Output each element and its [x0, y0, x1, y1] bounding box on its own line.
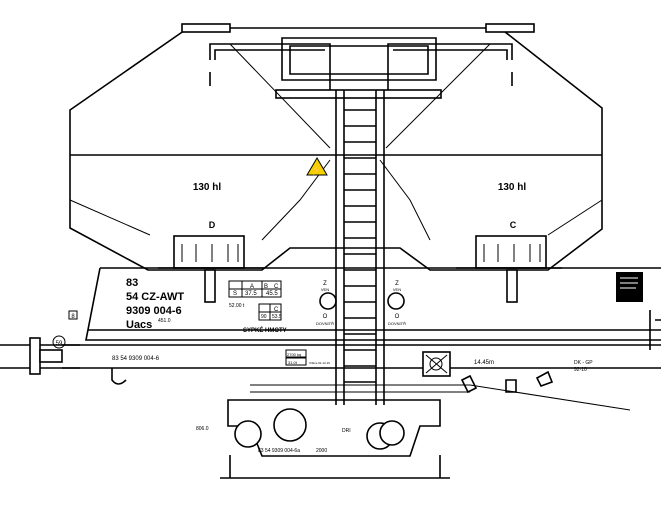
svg-text:37.5: 37.5: [245, 291, 257, 297]
bottom-number: 83 54 9309 004-6a: [258, 448, 300, 454]
load-limit-table: A B C S 37.5 45.5 52.00 t C 90 53.5: [228, 280, 282, 321]
platform-deck: [275, 89, 442, 99]
svg-text:O: O: [323, 314, 328, 320]
svg-text:45.5: 45.5: [266, 291, 278, 297]
right-vent-pipe: [387, 43, 513, 92]
warning-sign: ⚡: [306, 157, 328, 176]
svg-text:DOVNITŘ: DOVNITŘ: [388, 321, 406, 326]
svg-text:⚡: ⚡: [311, 163, 323, 176]
svg-text:53.5: 53.5: [272, 314, 282, 320]
small-mark: 8: [71, 314, 75, 320]
svg-text:VEN: VEN: [321, 287, 329, 292]
svg-text:C: C: [274, 307, 279, 313]
brake-rigging: [250, 384, 631, 411]
right-hopper-cone: [379, 159, 603, 241]
svg-text:B: B: [264, 284, 268, 290]
svg-text:451.0: 451.0: [158, 318, 171, 324]
frame-number: 83 54 9309 004-6: [112, 356, 160, 362]
small-mark-box: [68, 310, 78, 320]
left-valve-marking: Z VEN O DOVNITŘ: [316, 281, 337, 326]
svg-text:DOVNITŘ: DOVNITŘ: [316, 321, 334, 326]
top-platform: [281, 37, 437, 81]
cargo-label: SYPKÉ HMOTY: [243, 326, 287, 334]
handbrake-symbol: [422, 351, 451, 377]
svg-text:O: O: [395, 314, 400, 320]
left-vent-pipe: [209, 43, 331, 92]
bogie-left-mark: 806.0: [196, 426, 209, 432]
svg-text:Uacs: Uacs: [126, 319, 152, 331]
buffer-mark-circle: [52, 335, 66, 349]
inspection-line1: DK - GP: [574, 360, 593, 366]
svg-text:54 CZ-AWT: 54 CZ-AWT: [126, 291, 184, 303]
left-buffer: [29, 337, 80, 375]
inspection-line2: 92-10: [574, 367, 587, 373]
svg-text:VEN: VEN: [393, 287, 401, 292]
brake-levers: [460, 370, 554, 394]
svg-text:90: 90: [261, 314, 267, 320]
svg-text:9309 004-6: 9309 004-6: [126, 305, 182, 317]
coupling-hook: [111, 368, 127, 385]
left-filler: [181, 23, 231, 33]
svg-text:31.0t: 31.0t: [288, 360, 298, 365]
bogie: [220, 399, 450, 479]
bottom-span: 2000: [316, 448, 327, 454]
svg-text:2700 kg: 2700 kg: [287, 352, 301, 357]
svg-text:Z: Z: [395, 281, 399, 287]
left-hopper-cone: [69, 159, 331, 241]
ownership-placard: [616, 272, 643, 302]
right-filler: [485, 23, 535, 33]
svg-text:C: C: [274, 284, 279, 290]
right-discharge-outlet: [456, 235, 562, 303]
frame-data-boxes: 2700 kg 31.0t Vrbice 01.12.16: [285, 349, 330, 366]
access-ladder: [335, 90, 385, 405]
right-valve-marking: Z VEN O DOVNITŘ: [387, 281, 406, 326]
right-bay-letter: C: [510, 220, 517, 230]
buffer-mark: 59: [56, 341, 63, 347]
svg-text:83: 83: [126, 277, 138, 289]
length-label: 14.45m: [474, 360, 494, 366]
svg-text:52.00 t: 52.00 t: [229, 303, 245, 309]
left-bay-letter: D: [209, 220, 216, 230]
left-capacity: 130 hl: [193, 182, 222, 193]
wagon-number-block: 83 54 CZ-AWT 9309 004-6 Uacs 451.0: [126, 277, 184, 331]
svg-text:Vrbice 01.12.16: Vrbice 01.12.16: [309, 361, 330, 365]
svg-text:Z: Z: [323, 281, 327, 287]
platform-braces: [229, 43, 491, 149]
bogie-text: DRI: [342, 428, 351, 434]
underframe-upper: [85, 267, 661, 341]
svg-text:S: S: [233, 291, 237, 297]
right-capacity: 130 hl: [498, 182, 527, 193]
left-discharge-outlet: [158, 235, 264, 303]
right-end-buffer: [649, 310, 661, 350]
svg-text:A: A: [250, 284, 254, 290]
